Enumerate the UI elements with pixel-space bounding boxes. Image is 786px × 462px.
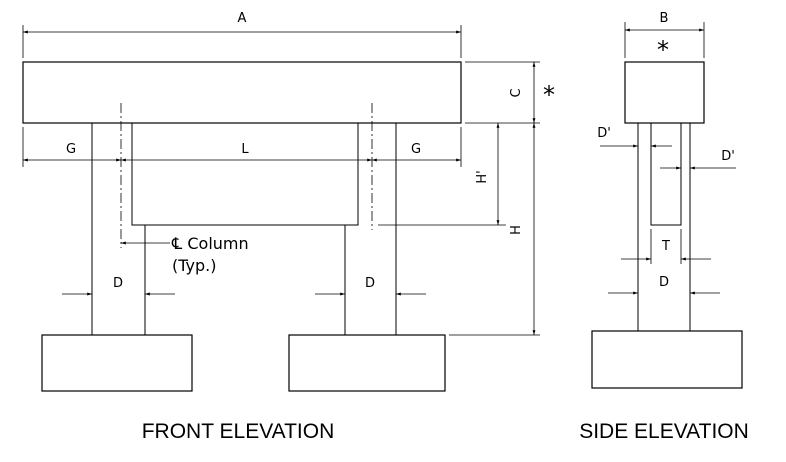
dim-c-label: C: [509, 88, 524, 97]
dim-l-label: L: [241, 142, 249, 157]
dim-g-l-g: G L G: [22, 127, 462, 167]
front-lower-beam: [131, 123, 359, 226]
dim-b: B *: [624, 11, 705, 64]
dim-d-left: D: [62, 276, 175, 296]
dim-a-label: A: [238, 11, 247, 26]
dim-g-right-label: G: [411, 142, 421, 157]
front-elevation: A G L G C * H': [22, 11, 555, 443]
side-column: [637, 123, 691, 331]
front-left-column: [91, 123, 146, 335]
column-note-line1: ℄ Column: [171, 234, 249, 253]
front-left-footing: [41, 334, 193, 392]
column-note-line2: (Typ.): [172, 256, 216, 275]
dim-d-right-label: D: [365, 276, 375, 291]
side-lower-beam: [650, 123, 682, 226]
dim-c: C *: [465, 61, 555, 124]
front-elevation-caption: FRONT ELEVATION: [142, 420, 335, 443]
side-elevation: B * D' D' T D SIDE ELEVATI: [579, 11, 749, 443]
dim-d-side: D: [608, 275, 720, 295]
side-footing: [591, 330, 743, 389]
front-right-column: [344, 123, 397, 335]
dim-h-label: H: [509, 225, 524, 235]
dim-t: T: [621, 229, 711, 264]
side-cap: [624, 61, 705, 124]
dim-d-prime-right-label: D': [721, 149, 735, 164]
dim-h-prime-label: H': [475, 170, 490, 183]
dim-h: H: [449, 123, 540, 336]
side-elevation-caption: SIDE ELEVATION: [579, 420, 749, 443]
dim-b-star: *: [657, 36, 669, 64]
dim-a: A: [22, 11, 462, 58]
dim-b-label: B: [660, 11, 669, 26]
dim-g-left-label: G: [66, 142, 76, 157]
dim-d-prime-left: D': [597, 126, 672, 148]
dim-h-prime: H': [378, 123, 506, 226]
dim-t-label: T: [661, 239, 670, 254]
dim-d-left-label: D: [113, 276, 123, 291]
front-cap-beam: [22, 61, 462, 124]
dim-c-star: *: [543, 81, 555, 109]
front-right-footing: [288, 334, 446, 392]
column-centerline-note: ℄ Column (Typ.): [121, 234, 249, 275]
dim-d-prime-left-label: D': [597, 126, 611, 141]
dim-d-right: D: [315, 276, 426, 296]
dim-d-side-label: D: [659, 275, 669, 290]
dim-d-prime-right: D': [660, 149, 736, 170]
